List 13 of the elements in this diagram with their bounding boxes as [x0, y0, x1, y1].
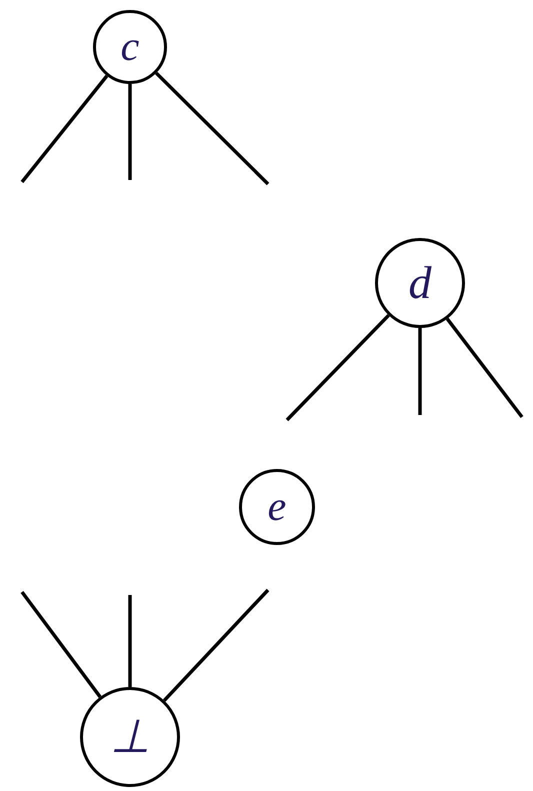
node-label: ⊥	[110, 714, 150, 760]
line	[155, 72, 270, 186]
line	[446, 318, 524, 418]
line	[286, 314, 390, 422]
node-label: c	[120, 26, 140, 68]
node-label: e	[268, 486, 286, 528]
line	[20, 590, 102, 698]
node-label: d	[408, 260, 432, 306]
line	[128, 84, 132, 180]
line	[20, 74, 108, 184]
line	[128, 595, 132, 687]
line	[162, 588, 270, 702]
line	[418, 328, 422, 415]
